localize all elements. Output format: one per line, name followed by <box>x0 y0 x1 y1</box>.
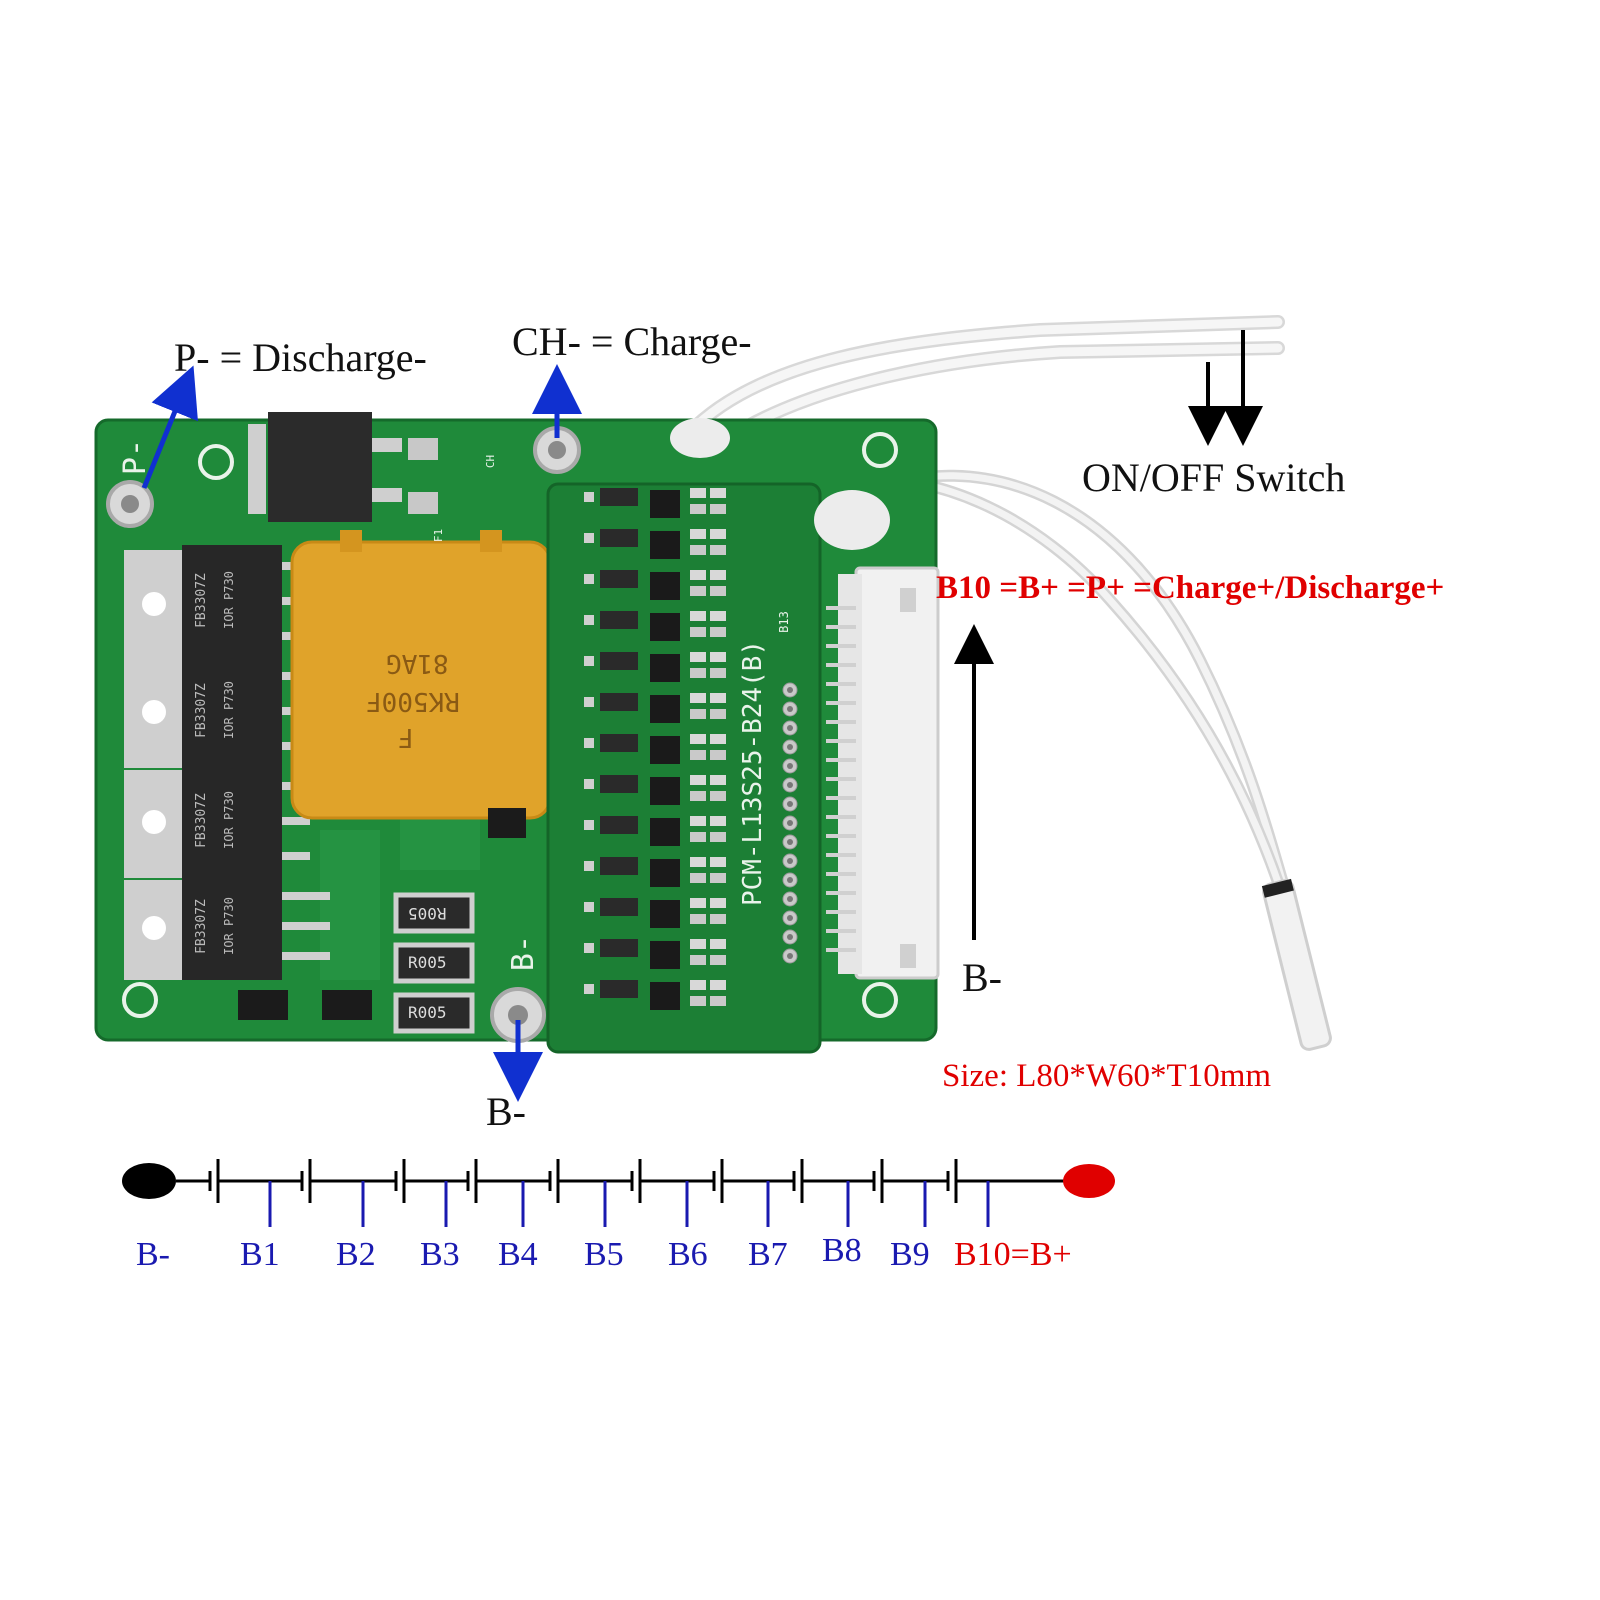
label-p-minus: P- = Discharge- <box>174 335 427 380</box>
label-b10-positive: B10 =B+ =P+ =Charge+/Discharge+ <box>936 570 1445 606</box>
chain-label-b8: B8 <box>822 1232 862 1269</box>
label-ch: CH <box>484 454 498 469</box>
cell-chain-schematic <box>176 1159 1064 1227</box>
mosfet-logo-1: IOR P730 <box>221 571 236 629</box>
mosfet-logo-4: IOR P730 <box>221 897 236 955</box>
label-ch-minus: CH- = Charge- <box>512 319 752 364</box>
chain-label-b4: B4 <box>498 1236 538 1273</box>
mosfet-print-3: FB3307Z <box>193 793 209 848</box>
chain-label-b7: B7 <box>748 1236 788 1273</box>
sense-resistors <box>393 892 475 1034</box>
label-on-off-switch: ON/OFF Switch <box>1082 455 1346 500</box>
positive-terminal <box>1063 1164 1115 1198</box>
resistor-print-2: R005 <box>408 953 447 972</box>
label-f1: F1 <box>432 528 446 543</box>
fuse-print-f: F <box>398 722 414 752</box>
resistor-print-1: R005 <box>408 904 447 923</box>
chain-label-b5: B5 <box>584 1236 624 1273</box>
mosfet-print-4: FB3307Z <box>193 899 209 954</box>
mosfet-logo-3: IOR P730 <box>221 791 236 849</box>
fuse-print-code2: 81AG <box>386 648 449 678</box>
label-b13: B13 <box>776 611 791 633</box>
mosfet-logo-2: IOR P730 <box>221 681 236 739</box>
chain-label-b3: B3 <box>420 1236 460 1273</box>
balance-connector <box>826 566 940 980</box>
model-label: PCM-L13S25-B24(B) <box>738 639 769 907</box>
arrow-p-minus <box>141 365 198 489</box>
chain-label-b1: B1 <box>240 1236 280 1273</box>
thermistor-wires <box>834 469 1291 896</box>
chain-label-b10-b-: B10=B+ <box>954 1236 1072 1273</box>
label-size: Size: L80*W60*T10mm <box>942 1058 1272 1094</box>
thermistor-probe <box>1261 878 1332 1051</box>
mosfets <box>124 545 330 980</box>
chain-label-b6: B6 <box>668 1236 708 1273</box>
label-b-minus-right: B- <box>962 955 1002 1000</box>
pad-label-p: P- <box>118 438 154 476</box>
pad-label-b: B- <box>506 934 542 972</box>
chain-label-b9: B9 <box>890 1236 930 1273</box>
fuse-print-code1: RK500F <box>366 686 460 716</box>
mosfet-print-2: FB3307Z <box>193 683 209 738</box>
fuse-block <box>290 540 552 820</box>
negative-terminal <box>122 1163 176 1199</box>
mosfet-print-1: FB3307Z <box>193 573 209 628</box>
label-b-minus-bottom: B- <box>486 1089 526 1134</box>
pcb-balance-board <box>546 482 822 1054</box>
chain-label-b-: B- <box>136 1236 170 1273</box>
chain-label-b2: B2 <box>336 1236 376 1273</box>
resistor-print-3: R005 <box>408 1003 447 1022</box>
